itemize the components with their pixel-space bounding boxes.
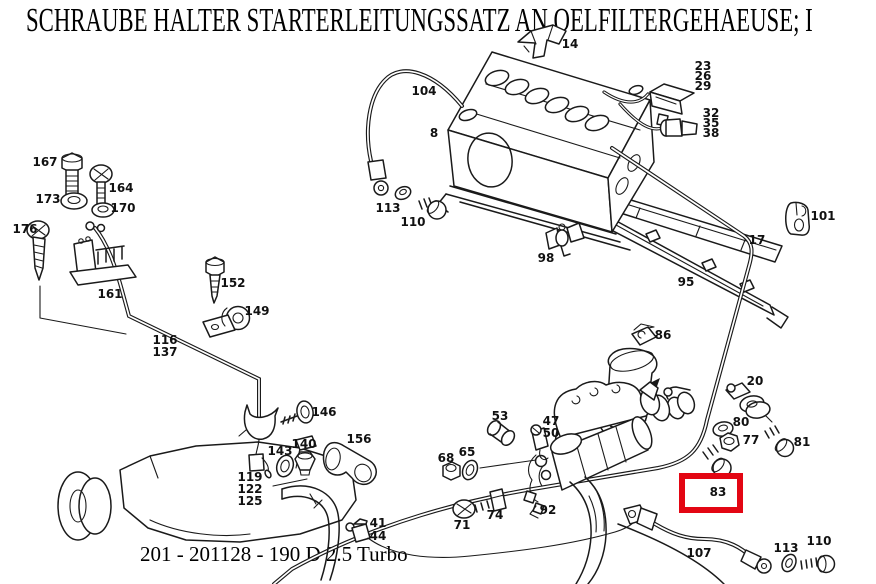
- part-number-label[interactable]: 92: [540, 503, 557, 517]
- diagram-caption: 201 - 201128 - 190 D 2.5 Turbo: [140, 542, 408, 566]
- part-number-label[interactable]: 125: [237, 494, 262, 508]
- part-number-label[interactable]: 173: [35, 192, 60, 206]
- center-fasteners-illustration: [442, 419, 549, 519]
- part-number-label[interactable]: 77: [743, 433, 760, 447]
- part-number-label[interactable]: 41: [370, 516, 387, 530]
- part-number-label[interactable]: 53: [492, 409, 509, 423]
- part-number-label[interactable]: 110: [400, 215, 425, 229]
- clip-86-illustration: [631, 323, 657, 346]
- part-number-label[interactable]: 164: [108, 181, 133, 195]
- part-number-label[interactable]: 161: [97, 287, 122, 301]
- part-number-label[interactable]: 152: [220, 276, 245, 290]
- part-number-label[interactable]: 50: [543, 426, 560, 440]
- part-number-label[interactable]: 17: [749, 233, 766, 247]
- part-number-label[interactable]: 98: [538, 251, 555, 265]
- clip-98-illustration: [545, 222, 585, 257]
- part-number-label[interactable]: 140: [291, 437, 316, 451]
- starter-motor-illustration: [523, 380, 725, 584]
- part-number-label[interactable]: 65: [459, 445, 476, 459]
- battery-clamp-14-illustration: [517, 24, 567, 59]
- part-number-label[interactable]: 122: [237, 482, 262, 496]
- part-number-label[interactable]: 44: [370, 529, 387, 543]
- part-number-label[interactable]: 104: [411, 84, 436, 98]
- part-number-label[interactable]: 8: [430, 126, 438, 140]
- part-number-label[interactable]: 116: [152, 333, 177, 347]
- part-number-label[interactable]: 95: [678, 275, 695, 289]
- part-number-label[interactable]: 38: [703, 126, 720, 140]
- starter-cable-17-illustration: [272, 146, 754, 584]
- ground-cable-104-illustration: [365, 69, 464, 220]
- part-number-label[interactable]: 20: [747, 374, 764, 388]
- part-number-label[interactable]: 83: [710, 485, 727, 499]
- part-number-label[interactable]: 146: [311, 405, 336, 419]
- page-title: SCHRAUBE HALTER STARTERLEITUNGSSATZ AN O…: [26, 2, 813, 39]
- part-number-label[interactable]: 143: [267, 444, 292, 458]
- part-number-label[interactable]: 14: [562, 37, 579, 51]
- part-number-label[interactable]: 29: [695, 79, 712, 93]
- part-number-label[interactable]: 32: [703, 106, 720, 120]
- engine-pipe-116-137-illustration: [93, 226, 308, 487]
- part-number-label[interactable]: 26: [695, 69, 712, 83]
- clip-101-illustration: [785, 201, 810, 236]
- pipe-fasteners-illustration: [275, 400, 378, 486]
- left-fasteners-illustration: [26, 152, 251, 338]
- alternator-illustration: [57, 435, 357, 543]
- part-number-label[interactable]: 86: [655, 328, 672, 342]
- part-number-label[interactable]: 119: [237, 470, 262, 484]
- ground-strap-107-illustration: [623, 504, 836, 574]
- right-fasteners-illustration: [639, 381, 795, 478]
- part-number-label[interactable]: 81: [794, 435, 811, 449]
- part-number-label[interactable]: 47: [543, 414, 560, 428]
- highlighted-part-box[interactable]: [679, 473, 743, 513]
- part-number-label[interactable]: 80: [733, 415, 750, 429]
- intake-hose-illustration: [281, 485, 340, 581]
- part-number-label[interactable]: 149: [244, 304, 269, 318]
- part-number-label[interactable]: 23: [695, 59, 712, 73]
- part-number-label[interactable]: 35: [703, 116, 720, 130]
- part-number-label[interactable]: 113: [773, 541, 798, 555]
- battery-illustration: [437, 51, 655, 251]
- part-number-label[interactable]: 110: [806, 534, 831, 548]
- part-number-label[interactable]: 137: [152, 345, 177, 359]
- part-number-label[interactable]: 71: [454, 518, 471, 532]
- part-number-label[interactable]: 68: [438, 451, 455, 465]
- part-number-label[interactable]: 170: [110, 201, 135, 215]
- part-number-label[interactable]: 74: [487, 508, 504, 522]
- part-number-label[interactable]: 167: [32, 155, 57, 169]
- sensor-wire-41-44-illustration: [345, 518, 635, 558]
- part-number-label[interactable]: 101: [810, 209, 835, 223]
- harness-connectors-illustration: [602, 83, 698, 137]
- part-number-label[interactable]: 113: [375, 201, 400, 215]
- part-number-label[interactable]: 107: [686, 546, 711, 560]
- part-number-label[interactable]: 156: [346, 432, 371, 446]
- part-number-label[interactable]: 176: [12, 222, 37, 236]
